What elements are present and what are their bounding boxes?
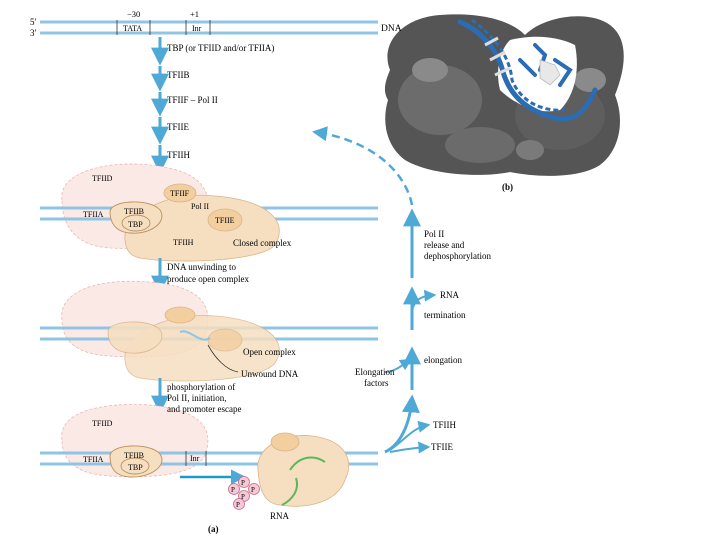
phospho-text-2: Pol II, initiation,	[167, 393, 227, 403]
escape-tfiib-label: TFIIB	[124, 451, 144, 460]
phosphate-label: P	[236, 501, 240, 509]
phospho-text-1: phosphorylation of	[167, 382, 235, 392]
release-text-1: Pol II	[424, 229, 444, 239]
elongation-factors-2: factors	[364, 378, 389, 388]
unwinding-text-1: DNA unwinding to	[167, 262, 237, 272]
tbp-dna-structure-image	[384, 14, 624, 176]
step-tfiih: TFIIH	[167, 150, 190, 160]
phosphate-label: P	[241, 479, 245, 487]
closed-complex-caption: Closed complex	[233, 238, 292, 248]
panel-b-label: (b)	[502, 182, 513, 192]
closed-tfiie-label: TFIIE	[215, 216, 235, 225]
termination-label: termination	[424, 310, 466, 320]
text-layer: 5′ 3′ DNA −30 +1 TATA Inr TBP (or TFIID …	[30, 9, 513, 534]
position-plus-1: +1	[190, 9, 199, 19]
position-minus-30: −30	[127, 9, 140, 19]
unwinding-text-2: produce open complex	[167, 274, 249, 284]
step-tfiib: TFIIB	[167, 70, 190, 80]
elongation-factors-1: Elongation	[355, 367, 395, 377]
rna-transcript-label: RNA	[270, 511, 290, 521]
escape-complex	[40, 404, 378, 507]
step-tfiie: TFIIE	[167, 122, 189, 132]
inr-label: Inr	[192, 24, 202, 33]
step-tbp: TBP (or TFIID and/or TFIIA)	[167, 43, 274, 53]
closed-tfiib-label: TFIIB	[124, 207, 144, 216]
closed-tbp-label: TBP	[128, 220, 143, 229]
open-complex-caption: Open complex	[243, 347, 296, 357]
closed-tfiia-label: TFIIA	[83, 210, 104, 219]
released-tfiie-label: TFIIE	[431, 442, 453, 452]
elongation-label: elongation	[424, 355, 462, 365]
phosphate-group	[228, 476, 260, 510]
closed-tfiih-label: TFIIH	[173, 238, 194, 247]
closed-pol-ii-label: Pol II	[191, 202, 209, 211]
three-prime-label: 3′	[30, 28, 37, 38]
dna-label: DNA	[381, 24, 402, 34]
open-complex	[40, 280, 378, 382]
five-prime-label: 5′	[30, 17, 37, 27]
tata-box-label: TATA	[123, 24, 142, 33]
released-tfiih-label: TFIIH	[433, 420, 456, 430]
released-rna-label: RNA	[440, 290, 460, 300]
escape-inr-label: Inr	[190, 454, 200, 463]
step-tfiif-pol-ii: TFIIF – Pol II	[167, 95, 218, 105]
closed-tfiid-label: TFIID	[92, 174, 113, 183]
phosphate-label: P	[231, 486, 235, 494]
release-text-2: release and	[424, 240, 465, 250]
cycle-arrows	[312, 126, 437, 454]
closed-complex	[40, 163, 378, 262]
closed-tfiif-label: TFIIF	[170, 189, 190, 198]
promoter-dna	[40, 20, 378, 35]
phosphate-label: P	[241, 493, 245, 501]
escape-tfiid-label: TFIID	[92, 419, 113, 428]
escape-tfiia-label: TFIIA	[83, 455, 104, 464]
phosphate-label: P	[251, 486, 255, 494]
escape-tbp-label: TBP	[128, 463, 143, 472]
unwound-dna-label: Unwound DNA	[241, 369, 299, 379]
panel-a-label: (a)	[208, 524, 219, 534]
release-text-3: dephosphorylation	[424, 251, 491, 261]
phospho-text-3: and promoter escape	[167, 404, 241, 414]
